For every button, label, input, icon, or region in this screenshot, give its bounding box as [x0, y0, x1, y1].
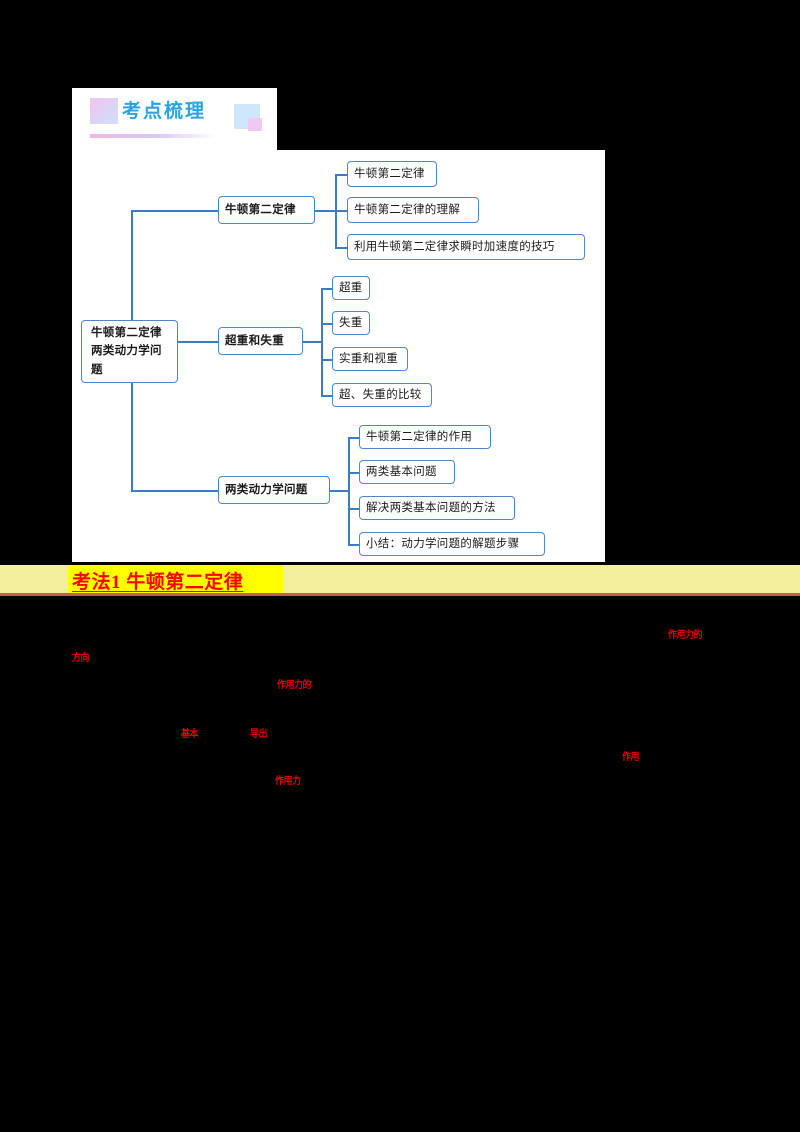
mindmap-leaf-3-2-label: 两类基本问题 [366, 465, 437, 478]
mindmap-leaf-1-3-label: 利用牛顿第二定律求瞬时加速度的技巧 [354, 240, 555, 253]
mindmap-leaf-2-3-label: 实重和视重 [339, 352, 398, 365]
mindmap-leaf-2-1-label: 超重 [339, 281, 363, 294]
header-decoration-left-square [90, 98, 118, 124]
mindmap-branch-2-label: 超重和失重 [225, 334, 284, 347]
connector-branch2-child2 [321, 323, 332, 325]
connector-branch2-spine [321, 288, 323, 395]
mindmap-leaf-3-4-label: 小结：动力学问题的解题步骤 [366, 537, 520, 550]
text-fragment: 作用力的 [668, 629, 703, 642]
mindmap-branch-3[interactable]: 两类动力学问题 [218, 476, 330, 504]
text-fragment: 作用力的 [277, 679, 312, 692]
mindmap-leaf-3-1-label: 牛顿第二定律的作用 [366, 430, 473, 443]
mindmap-leaf-2-2[interactable]: 失重 [332, 311, 370, 335]
mindmap-leaf-2-4[interactable]: 超、失重的比较 [332, 383, 432, 407]
mindmap-leaf-3-3[interactable]: 解决两类基本问题的方法 [359, 496, 515, 520]
mindmap-root-label: 牛顿第二定律 两类动力学问题 [91, 326, 162, 376]
connector-branch3-child2 [348, 472, 359, 474]
mindmap-leaf-1-2[interactable]: 牛顿第二定律的理解 [347, 197, 479, 223]
mindmap-leaf-3-3-label: 解决两类基本问题的方法 [366, 501, 496, 514]
connector-branch1-child3 [335, 247, 347, 249]
mindmap-leaf-1-1[interactable]: 牛顿第二定律 [347, 161, 437, 187]
connector-branch2-child4 [321, 395, 332, 397]
mindmap-branch-3-label: 两类动力学问题 [225, 483, 308, 496]
connector-branch2-child1 [321, 288, 332, 290]
connector-branch3-child3 [348, 508, 359, 510]
connector-branch2-child3 [321, 359, 332, 361]
connector-branch1-out [315, 210, 335, 212]
text-fragment: 作用 [622, 751, 640, 764]
heading-label: 考法1 牛顿第二定律 [72, 572, 244, 593]
text-fragment: 基本 [181, 728, 199, 741]
connector-trunk-to-branch3 [131, 490, 218, 492]
connector-branch3-out [330, 490, 348, 492]
text-fragment: 作用力 [275, 775, 301, 788]
mindmap-root-node[interactable]: 牛顿第二定律 两类动力学问题 [81, 320, 178, 383]
mindmap-leaf-1-3[interactable]: 利用牛顿第二定律求瞬时加速度的技巧 [347, 234, 585, 260]
mindmap-leaf-3-1[interactable]: 牛顿第二定律的作用 [359, 425, 491, 449]
connector-branch3-child4 [348, 544, 359, 546]
text-fragment: 导出 [250, 728, 268, 741]
mindmap-leaf-2-2-label: 失重 [339, 316, 363, 329]
mindmap-leaf-1-1-label: 牛顿第二定律 [354, 167, 425, 180]
mindmap-leaf-3-4[interactable]: 小结：动力学问题的解题步骤 [359, 532, 545, 556]
mindmap-branch-2[interactable]: 超重和失重 [218, 327, 303, 355]
connector-branch2-out [303, 341, 321, 343]
mindmap-leaf-2-3[interactable]: 实重和视重 [332, 347, 408, 371]
text-fragment: 方向 [72, 652, 90, 665]
mindmap-leaf-3-2[interactable]: 两类基本问题 [359, 460, 455, 484]
connector-branch1-child1 [335, 174, 347, 176]
mindmap-leaf-1-2-label: 牛顿第二定律的理解 [354, 203, 461, 216]
header-decoration-accent-square [248, 118, 262, 131]
mindmap-leaf-2-1[interactable]: 超重 [332, 276, 370, 300]
connector-branch3-spine [348, 437, 350, 544]
mindmap-branch-1[interactable]: 牛顿第二定律 [218, 196, 315, 224]
section-title: 考点梳理 [122, 100, 207, 122]
connector-trunk-to-branch1 [131, 210, 218, 212]
heading-underline-rule [0, 593, 800, 596]
mindmap-leaf-2-4-label: 超、失重的比较 [339, 388, 422, 401]
connector-branch3-child1 [348, 437, 359, 439]
connector-root-to-branch2 [178, 341, 218, 343]
mindmap-branch-1-label: 牛顿第二定律 [225, 203, 296, 216]
header-gradient-rule [90, 134, 218, 138]
heading-highlight [68, 565, 283, 593]
connector-branch1-child2 [335, 210, 347, 212]
